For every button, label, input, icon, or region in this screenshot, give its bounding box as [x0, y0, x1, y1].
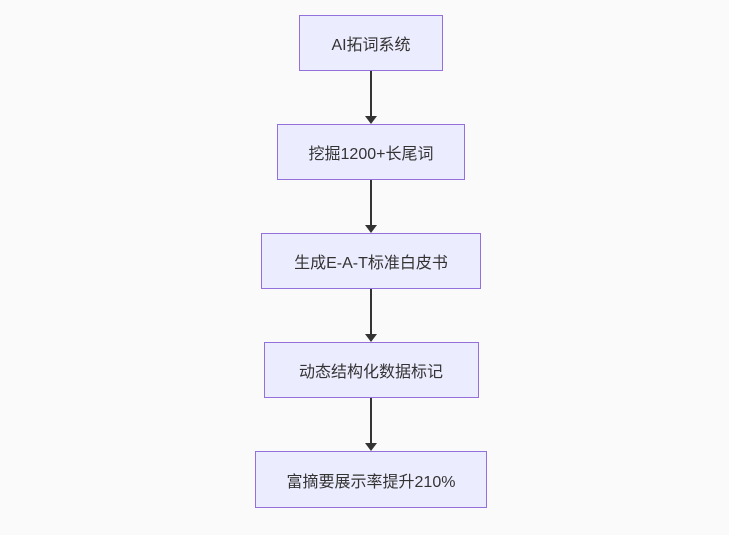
arrow-shaft — [370, 71, 372, 116]
flowchart-node-eat-whitepaper: 生成E-A-T标准白皮书 — [261, 233, 481, 289]
flowchart-node-rich-snippet-result: 富摘要展示率提升210% — [255, 451, 487, 508]
flow-arrow-4 — [365, 398, 377, 451]
arrow-shaft — [370, 398, 372, 443]
node-label: AI拓词系统 — [331, 37, 411, 54]
node-label: 生成E-A-T标准白皮书 — [294, 255, 448, 272]
arrow-head-down-icon — [365, 334, 377, 342]
flow-arrow-2 — [365, 180, 377, 233]
flow-arrow-3 — [365, 289, 377, 342]
arrow-head-down-icon — [365, 116, 377, 124]
arrow-head-down-icon — [365, 443, 377, 451]
flowchart-node-longtail-mining: 挖掘1200+长尾词 — [277, 124, 465, 180]
flow-arrow-1 — [365, 71, 377, 124]
node-label: 挖掘1200+长尾词 — [308, 146, 434, 163]
node-label: 富摘要展示率提升210% — [286, 473, 456, 491]
flowchart-node-ai-keyword-system: AI拓词系统 — [299, 15, 443, 71]
arrow-shaft — [370, 180, 372, 225]
flowchart-node-structured-data-markup: 动态结构化数据标记 — [263, 342, 479, 398]
arrow-shaft — [370, 289, 372, 334]
arrow-head-down-icon — [365, 225, 377, 233]
flowchart-column: AI拓词系统 挖掘1200+长尾词 生成E-A-T标准白皮书 动态结构化数据标记 — [255, 15, 487, 508]
node-label: 动态结构化数据标记 — [298, 364, 443, 381]
